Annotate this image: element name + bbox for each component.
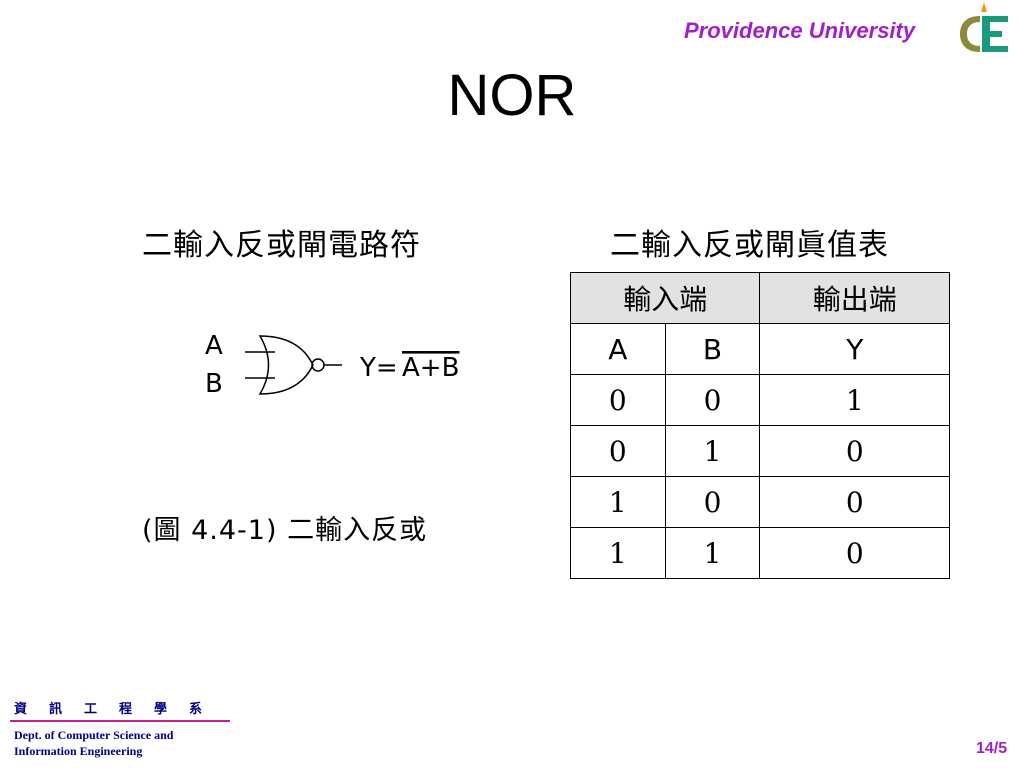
cell-a: 0 xyxy=(570,425,666,477)
equation-overbar-term: A+B xyxy=(402,353,459,383)
input-a-label: A xyxy=(205,331,223,361)
brand-name: Providence University xyxy=(684,18,916,43)
slide-title: NOR xyxy=(447,63,577,128)
cell-a: 0 xyxy=(570,374,666,426)
cell-y: 0 xyxy=(759,527,950,579)
input-group-header: 輸入端 xyxy=(569,272,761,324)
footer-dept-line2: Information Engineering xyxy=(14,744,143,758)
footer-dept-english: Dept. of Computer Science and Informatio… xyxy=(14,727,173,759)
truth-table-column-header: A B Y xyxy=(570,323,950,375)
cell-a: 1 xyxy=(570,527,666,579)
or-body xyxy=(258,335,314,395)
table-row: 1 0 0 xyxy=(570,476,950,528)
page-number: 14/5 xyxy=(976,740,1008,757)
cell-b: 1 xyxy=(664,527,761,579)
nor-gate-symbol: A B Y= A+B xyxy=(205,331,459,399)
footer-divider xyxy=(10,720,230,722)
logo-e-bottom xyxy=(982,46,1008,52)
logo-e-top xyxy=(982,16,1008,22)
cell-y: 1 xyxy=(759,374,950,426)
truth-table-label: 二輸入反或閘眞值表 xyxy=(610,228,889,263)
symbol-label: 二輸入反或閘電路符 xyxy=(142,228,421,263)
university-logo xyxy=(960,2,1008,52)
logo-flame xyxy=(981,2,987,12)
logo-c xyxy=(960,16,980,52)
cell-y: 0 xyxy=(759,476,950,528)
column-header-a: A xyxy=(570,323,666,375)
cell-b: 0 xyxy=(664,374,761,426)
column-header-y: Y xyxy=(759,323,950,375)
output-group-header: 輸出端 xyxy=(759,272,950,324)
column-header-b: B xyxy=(664,323,761,375)
cell-b: 1 xyxy=(664,425,761,477)
input-b-label: B xyxy=(205,369,223,399)
footer-dept-cjk: 資訊工程學系 xyxy=(14,702,225,717)
cell-a: 1 xyxy=(570,476,666,528)
equation-prefix: Y= xyxy=(359,353,398,383)
cell-y: 0 xyxy=(759,425,950,477)
cell-b: 0 xyxy=(664,476,761,528)
truth-table-group-header: 輸入端 輸出端 xyxy=(569,272,950,324)
footer-dept-line1: Dept. of Computer Science and xyxy=(14,728,174,742)
logo-e-mid xyxy=(982,31,1002,37)
table-row: 0 0 1 xyxy=(570,374,950,426)
table-row: 1 1 0 xyxy=(570,527,950,579)
table-row: 0 1 0 xyxy=(570,425,950,477)
figure-caption: (圖 4.4-1) 二輸入反或 xyxy=(142,515,428,546)
truth-table: 輸入端 輸出端 A B Y 0 0 1 0 1 0 1 0 0 1 1 0 xyxy=(569,272,950,579)
